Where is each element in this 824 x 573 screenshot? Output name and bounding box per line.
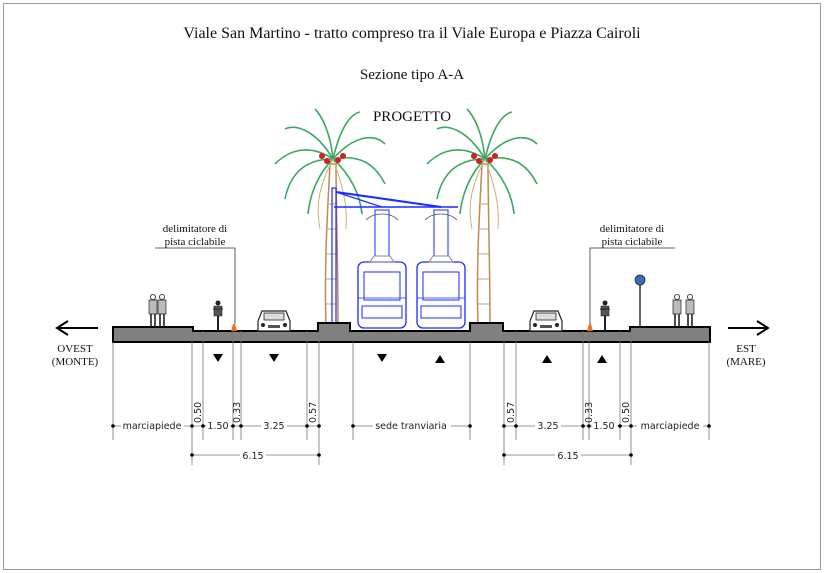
cyclist-right-icon [599,299,611,332]
triangle-down-icon [213,354,223,362]
triangle-up-icon [435,355,445,363]
east-sublabel: (MARE) [726,356,765,368]
arrow-east-icon [728,320,770,336]
west-label: OVEST [57,343,93,355]
pedestrians-left-icon [148,293,167,328]
dim-right-bike-lane: 1.50 [593,421,614,432]
dim-right-sidewalk: marciapiede [641,421,700,432]
pedestrians-right-icon [672,293,695,328]
callout-right-line1: delimitatore di [600,223,664,235]
phase-label: PROGETTO [373,109,451,125]
triangle-up-icon [597,355,607,363]
callout-right-line2: pista ciclabile [602,236,663,248]
dim-left-total: 6.15 [242,451,263,462]
dim-right-total: 6.15 [557,451,578,462]
triangle-down-icon [377,354,387,362]
dim-tram-corridor: sede tranviaria [375,421,447,432]
dimension-labels: marciapiede 1.50 3.25 6.15 sede tranviar… [121,402,703,462]
dim-right-lane: 3.25 [537,421,558,432]
dim-left-delimiter: 0.33 [232,402,243,423]
dim-left-bike-lane: 1.50 [207,421,228,432]
car-right-icon [529,310,563,332]
dim-left-sidewalk: marciapiede [123,421,182,432]
dim-left-buffer: 0.50 [193,402,204,423]
triangle-up-icon [542,355,552,363]
drawing-frame [3,3,821,570]
east-label: EST [736,343,756,355]
car-left-icon [257,310,291,332]
bike-lane-delimiter-left-icon [231,324,237,331]
section-subtitle: Sezione tipo A-A [360,67,464,83]
callout-left-line1: delimitatore di [163,223,227,235]
callout-left: delimitatore di pista ciclabile [155,223,236,324]
callout-right: delimitatore di pista ciclabile [589,223,675,324]
dim-right-buffer: 0.50 [621,402,632,423]
callout-left-line2: pista ciclabile [165,236,226,248]
dim-left-lane: 3.25 [263,421,284,432]
drawing-title: Viale San Martino - tratto compreso tra … [183,25,641,42]
tram-west-icon [357,209,407,329]
tram-east-icon [416,209,466,329]
bike-lane-delimiter-right-icon [587,324,593,331]
traffic-direction-markers [213,354,607,363]
palm-tree-right-icon [426,108,538,325]
dimension-ticks [111,424,711,457]
road-cross-section [112,322,711,343]
dim-right-curb: 0.57 [506,402,517,423]
dimension-extension-lines [112,331,710,465]
west-sublabel: (MONTE) [52,356,99,368]
cyclist-left-icon [212,299,224,332]
dim-left-curb: 0.57 [308,402,319,423]
palm-tree-left-icon [274,108,386,325]
triangle-down-icon [269,354,279,362]
dim-right-delimiter: 0.33 [584,402,595,423]
arrow-west-icon [55,320,98,336]
street-lamp-icon [634,274,646,327]
